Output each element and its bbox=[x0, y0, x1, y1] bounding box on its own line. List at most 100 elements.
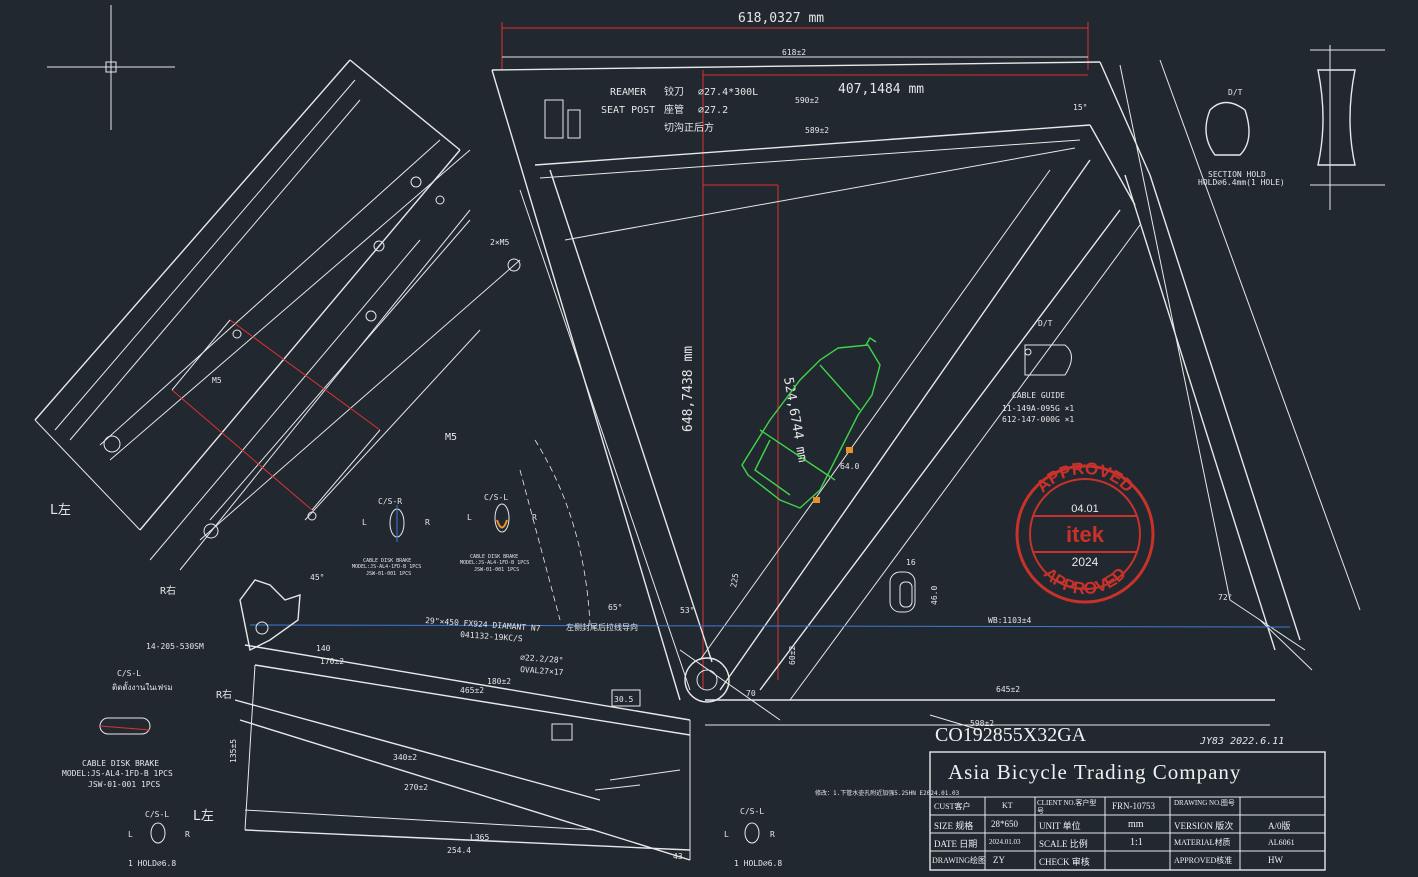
dim-254: 254.4 bbox=[447, 846, 471, 855]
right-marker-label: R右 bbox=[160, 584, 176, 597]
cs-r-line2: MODEL:JS-AL4-1FD-B 1PCS bbox=[352, 564, 421, 570]
disk-brake-left-detail: C/S-R L R CABLE DISK BRAKE MODEL:JS-AL4-… bbox=[352, 497, 430, 577]
seatpost-value: ⌀27.2 bbox=[698, 105, 728, 116]
effective-top-tube-label: 407,1484 mm bbox=[838, 82, 924, 97]
section-hold-label: SECTION HOLD bbox=[1208, 170, 1266, 179]
top-tube-nominal-label: 618±2 bbox=[782, 48, 806, 57]
dim-60: 60±2 bbox=[788, 646, 797, 665]
company-name: Asia Bicycle Trading Company bbox=[948, 760, 1242, 784]
bhr-l: L bbox=[724, 830, 729, 839]
date-value: 2024.01.03 bbox=[989, 838, 1021, 846]
stamp-brand: itek bbox=[1066, 522, 1105, 547]
dim-45deg: 45° bbox=[310, 573, 324, 582]
disk-brake-right-detail: C/S-L L R CABLE DISK BRAKE MODEL:JS-AL4-… bbox=[460, 493, 537, 573]
dim-340: 340±2 bbox=[393, 753, 417, 762]
dim-365: L365 bbox=[470, 833, 489, 842]
cs-l-title: C/S-L bbox=[484, 493, 508, 502]
stamp-year: 2024 bbox=[1072, 555, 1099, 569]
head-tube-section bbox=[1310, 45, 1385, 210]
dim-270: 270±2 bbox=[404, 783, 428, 792]
title-block: JY83 2022.6.11 bbox=[929, 736, 1326, 871]
dim-72deg: 72° bbox=[1218, 593, 1232, 602]
vertical-measure-label: 648,7438 mm bbox=[681, 346, 696, 432]
size-label: SIZE 规格 bbox=[934, 821, 974, 831]
small-detail-16: 16 46.0 bbox=[889, 558, 939, 613]
bottom-hold-left-detail: C/S-L L R 1 HOLD⌀6.8 bbox=[128, 810, 190, 868]
right-marker-label-2: R右 bbox=[216, 688, 232, 701]
tire-note: 29"×450 FX924 DIAMANT N7 041132-19KC/S ⌀… bbox=[425, 616, 638, 677]
m5-2x-label: 2×M5 bbox=[490, 238, 509, 247]
bracket-note: 左侧封尾后拉线导向 bbox=[566, 622, 638, 632]
frame-main-triangle: WB:1103±4 bbox=[249, 59, 1361, 731]
bl-line1: CABLE DISK BRAKE bbox=[82, 759, 159, 768]
cs-l-r: R bbox=[532, 513, 537, 522]
dim-465: 465±2 bbox=[460, 686, 484, 695]
cs-l-l: L bbox=[467, 513, 472, 522]
bhl-r: R bbox=[185, 830, 190, 839]
bhl-title: C/S-L bbox=[145, 810, 169, 819]
left-marker-label-2: L左 bbox=[193, 809, 214, 824]
approved-stamp: APPROVED APPROVED 04.01 itek 2024 bbox=[1015, 459, 1155, 604]
bl-title: C/S-L bbox=[117, 669, 141, 678]
title-signature: JY83 2022.6.11 bbox=[1199, 736, 1284, 747]
bl-sub: ติดตั้งงานในเฟรม bbox=[112, 681, 173, 692]
scale-label: SCALE 比例 bbox=[1039, 839, 1088, 849]
dim-70: 70 bbox=[746, 689, 756, 698]
dim-590: 590±2 bbox=[795, 96, 819, 105]
stamp-top-text: APPROVED bbox=[1032, 459, 1137, 496]
scale-value: 1:1 bbox=[1130, 837, 1143, 848]
oval-note2: OVAL27×17 bbox=[520, 665, 564, 677]
left-marker-label: L左 bbox=[50, 503, 71, 518]
dim-225: 225 bbox=[729, 572, 740, 588]
reamer-value: ⌀27.4*300L bbox=[698, 87, 758, 98]
material-value: AL6061 bbox=[1268, 838, 1295, 847]
derailleur-hanger bbox=[239, 579, 301, 652]
cust-label: CUST客户 bbox=[934, 802, 971, 811]
dim-43: 43 bbox=[673, 852, 683, 861]
check-label: CHECK 审核 bbox=[1039, 857, 1090, 867]
reamer-label: REAMER bbox=[610, 87, 647, 98]
section-hold-detail: D/T SECTION HOLD HOLD⌀6.4mm(1 HOLE) bbox=[1198, 88, 1285, 187]
chainstay-detail: 140 170±2 180±2 465±2 340±2 270±2 254.4 … bbox=[146, 642, 691, 861]
cable-guide-title: D/T bbox=[1038, 319, 1053, 328]
tire-code-label: 041132-19KC/S bbox=[460, 630, 523, 643]
cs-r-title: C/S-R bbox=[378, 497, 402, 506]
svg-text:APPROVED: APPROVED bbox=[1032, 459, 1137, 496]
size-value: 28*650 bbox=[991, 819, 1018, 829]
cable-guide-label: CABLE GUIDE bbox=[1012, 391, 1065, 400]
dim-180: 180±2 bbox=[487, 677, 511, 686]
reamer-note: REAMER 铰刀 ⌀27.4*300L SEAT POST 座管 ⌀27.2 … bbox=[544, 85, 758, 139]
tire-label: 29"×450 FX924 DIAMANT N7 bbox=[425, 616, 541, 633]
approved-value: HW bbox=[1268, 855, 1283, 865]
frame-dimension-labels: 590±2 589±2 15° 72° 53° 65° 645±2 598±2 … bbox=[608, 96, 1232, 728]
bhl-hold: 1 HOLD⌀6.8 bbox=[128, 859, 176, 868]
bottom-left-brake-detail: C/S-L ติดตั้งงานในเฟรม CABLE DISK BRAKE … bbox=[62, 669, 173, 789]
cs-l-line1: CABLE DISK BRAKE bbox=[470, 554, 518, 560]
seatpost-label: SEAT POST bbox=[601, 105, 655, 116]
client-value: FRN-10753 bbox=[1112, 801, 1156, 811]
date-label: DATE 日期 bbox=[934, 839, 978, 849]
dim-16: 16 bbox=[906, 558, 916, 567]
seatpost-cn: 座管 bbox=[664, 103, 684, 116]
cs-l-line2: MODEL:JS-AL4-1FD-B 1PCS bbox=[460, 560, 529, 566]
oval-note: ⌀22.2/28° bbox=[520, 653, 564, 665]
drawing-by-label: DRAWING绘图 bbox=[932, 856, 987, 865]
dim-645: 645±2 bbox=[996, 685, 1020, 694]
drawing-by-value: ZY bbox=[993, 855, 1005, 865]
dim-53deg: 53° bbox=[680, 606, 694, 615]
crosshair-cursor-icon bbox=[47, 5, 175, 130]
cs-r-r: R bbox=[425, 518, 430, 527]
version-value: A/0版 bbox=[1268, 821, 1291, 831]
rotated-rear-view: L左 R右 M5 2×M5 M5 45° bbox=[34, 59, 521, 597]
cut-note: 切沟正后方 bbox=[664, 121, 714, 134]
dim-15deg: 15° bbox=[1073, 103, 1087, 112]
cs-r-line3: JSW-01-001 1PCS bbox=[366, 571, 411, 577]
revision-note: 修改：1.下管水壶孔附近加强5.25HN E2024.01.03 bbox=[815, 789, 960, 797]
wheelbase-label: WB:1103±4 bbox=[988, 616, 1032, 625]
reamer-cn: 铰刀 bbox=[664, 85, 684, 98]
bottle-outline bbox=[741, 337, 881, 509]
cable-guide-part1: 11-149A-095G ×1 bbox=[1002, 404, 1074, 413]
unit-label: UNIT 单位 bbox=[1039, 821, 1081, 831]
top-overall-dimension: 618,0327 mm 618±2 407,1484 mm 648,7438 m… bbox=[501, 11, 1089, 690]
